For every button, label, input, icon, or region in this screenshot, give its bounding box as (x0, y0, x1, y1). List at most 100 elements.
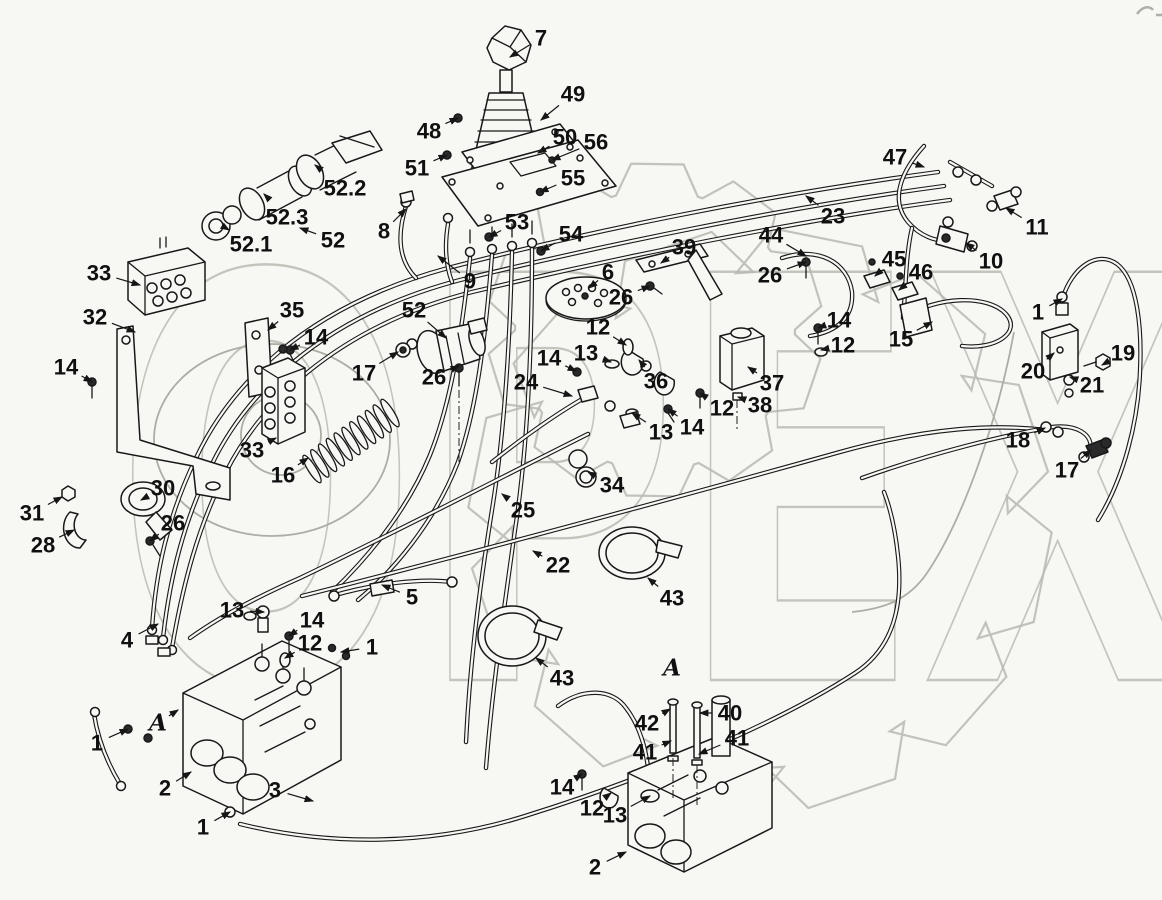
svg-text:14: 14 (827, 308, 852, 333)
corner-mark (1135, 5, 1162, 17)
svg-text:41: 41 (725, 726, 749, 751)
svg-text:26: 26 (422, 365, 446, 390)
bracket-32 (87, 325, 231, 501)
joystick-assembly (441, 25, 617, 227)
svg-text:14: 14 (300, 608, 325, 633)
callout-A: A (661, 655, 681, 682)
svg-text:42: 42 (635, 711, 659, 736)
clamp-43-upper (598, 526, 683, 580)
callout-30: 30 (139, 476, 175, 501)
callout-40: 40 (698, 701, 742, 726)
callout-14: 14 (816, 308, 852, 333)
svg-text:22: 22 (546, 553, 570, 578)
callout-51: 51 (405, 154, 449, 181)
svg-text:8: 8 (378, 219, 390, 244)
svg-text:55: 55 (561, 166, 585, 191)
svg-text:28: 28 (31, 533, 55, 558)
detail-block-33 (261, 344, 306, 445)
svg-text:25: 25 (511, 498, 535, 523)
svg-text:12: 12 (586, 315, 610, 340)
control-valve-right (577, 695, 773, 873)
svg-text:12: 12 (710, 396, 734, 421)
callout-7: 7 (508, 26, 547, 58)
manifold-block-33 (127, 236, 206, 316)
bracket-39 (635, 243, 811, 301)
callout-37: 37 (747, 366, 784, 396)
callout-33: 33 (87, 261, 142, 287)
callout-54: 54 (539, 222, 584, 252)
callout-44: 44 (759, 223, 808, 257)
callout-1: 1 (339, 635, 378, 660)
svg-text:50: 50 (553, 125, 577, 150)
svg-text:6: 6 (602, 260, 614, 285)
callout-13: 13 (603, 795, 652, 828)
callout-26: 26 (149, 511, 185, 542)
svg-text:52: 52 (321, 228, 345, 253)
callout-50: 50 (536, 125, 577, 154)
svg-text:23: 23 (821, 204, 845, 229)
svg-text:41: 41 (633, 740, 657, 765)
callout-8: 8 (378, 208, 407, 244)
callout-1: 1 (197, 811, 232, 840)
svg-text:11: 11 (1025, 215, 1048, 240)
spiral-wrap-16 (302, 398, 400, 484)
svg-text:35: 35 (280, 298, 304, 323)
svg-text:12: 12 (580, 796, 604, 821)
callout-25: 25 (501, 493, 535, 523)
callout-14: 14 (537, 346, 578, 372)
pulley-disc-6 (545, 276, 627, 322)
callout-35: 35 (267, 298, 304, 331)
svg-text:13: 13 (603, 803, 627, 828)
svg-text:17: 17 (1055, 458, 1079, 483)
svg-text:46: 46 (909, 260, 933, 285)
callout-45: 45 (874, 247, 906, 277)
callout-20: 20 (1021, 352, 1055, 384)
callout-12: 12 (699, 392, 734, 421)
callout-41: 41 (697, 726, 749, 755)
main-control-valve-left (89, 605, 351, 818)
callout-4: 4 (121, 623, 160, 653)
callout-1: 1 (91, 728, 130, 756)
callout-1: 1 (1032, 298, 1064, 325)
svg-text:52.2: 52.2 (324, 176, 367, 201)
svg-text:53: 53 (505, 210, 529, 235)
svg-text:30: 30 (151, 476, 175, 501)
callout-23: 23 (805, 195, 845, 229)
callout-12: 12 (283, 631, 322, 659)
callout-56: 56 (550, 130, 608, 161)
callout-47: 47 (883, 145, 926, 170)
callout-49: 49 (540, 82, 585, 121)
callout-13: 13 (630, 412, 673, 445)
svg-text:9: 9 (464, 269, 476, 294)
callout-32: 32 (83, 305, 137, 333)
callout-52: 52 (402, 298, 447, 339)
svg-text:52: 52 (402, 298, 426, 323)
svg-text:2: 2 (589, 855, 601, 880)
svg-text:43: 43 (550, 666, 574, 691)
svg-text:43: 43 (660, 586, 684, 611)
svg-text:54: 54 (559, 222, 584, 247)
callout-12: 12 (819, 333, 855, 358)
callout-24: 24 (514, 370, 574, 397)
svg-text:14: 14 (54, 355, 79, 380)
svg-text:18: 18 (1006, 428, 1030, 453)
svg-text:38: 38 (748, 393, 772, 418)
callout-14: 14 (288, 608, 325, 637)
svg-text:14: 14 (537, 346, 562, 371)
callout-6: 6 (588, 260, 614, 289)
svg-text:5: 5 (406, 585, 418, 610)
center-lines (458, 390, 738, 806)
callout-52.3: 52.3 (263, 193, 308, 230)
svg-text:16: 16 (271, 463, 295, 488)
callout-14: 14 (54, 355, 94, 383)
callout-52.1: 52.1 (219, 222, 272, 257)
svg-text:3: 3 (269, 778, 281, 803)
svg-text:A: A (661, 655, 681, 682)
callout-26: 26 (609, 285, 652, 310)
callout-22: 22 (531, 550, 570, 578)
callout-14: 14 (288, 325, 329, 351)
callout-26: 26 (758, 261, 808, 288)
callout-3: 3 (269, 778, 315, 803)
callout-17: 17 (1055, 449, 1092, 483)
